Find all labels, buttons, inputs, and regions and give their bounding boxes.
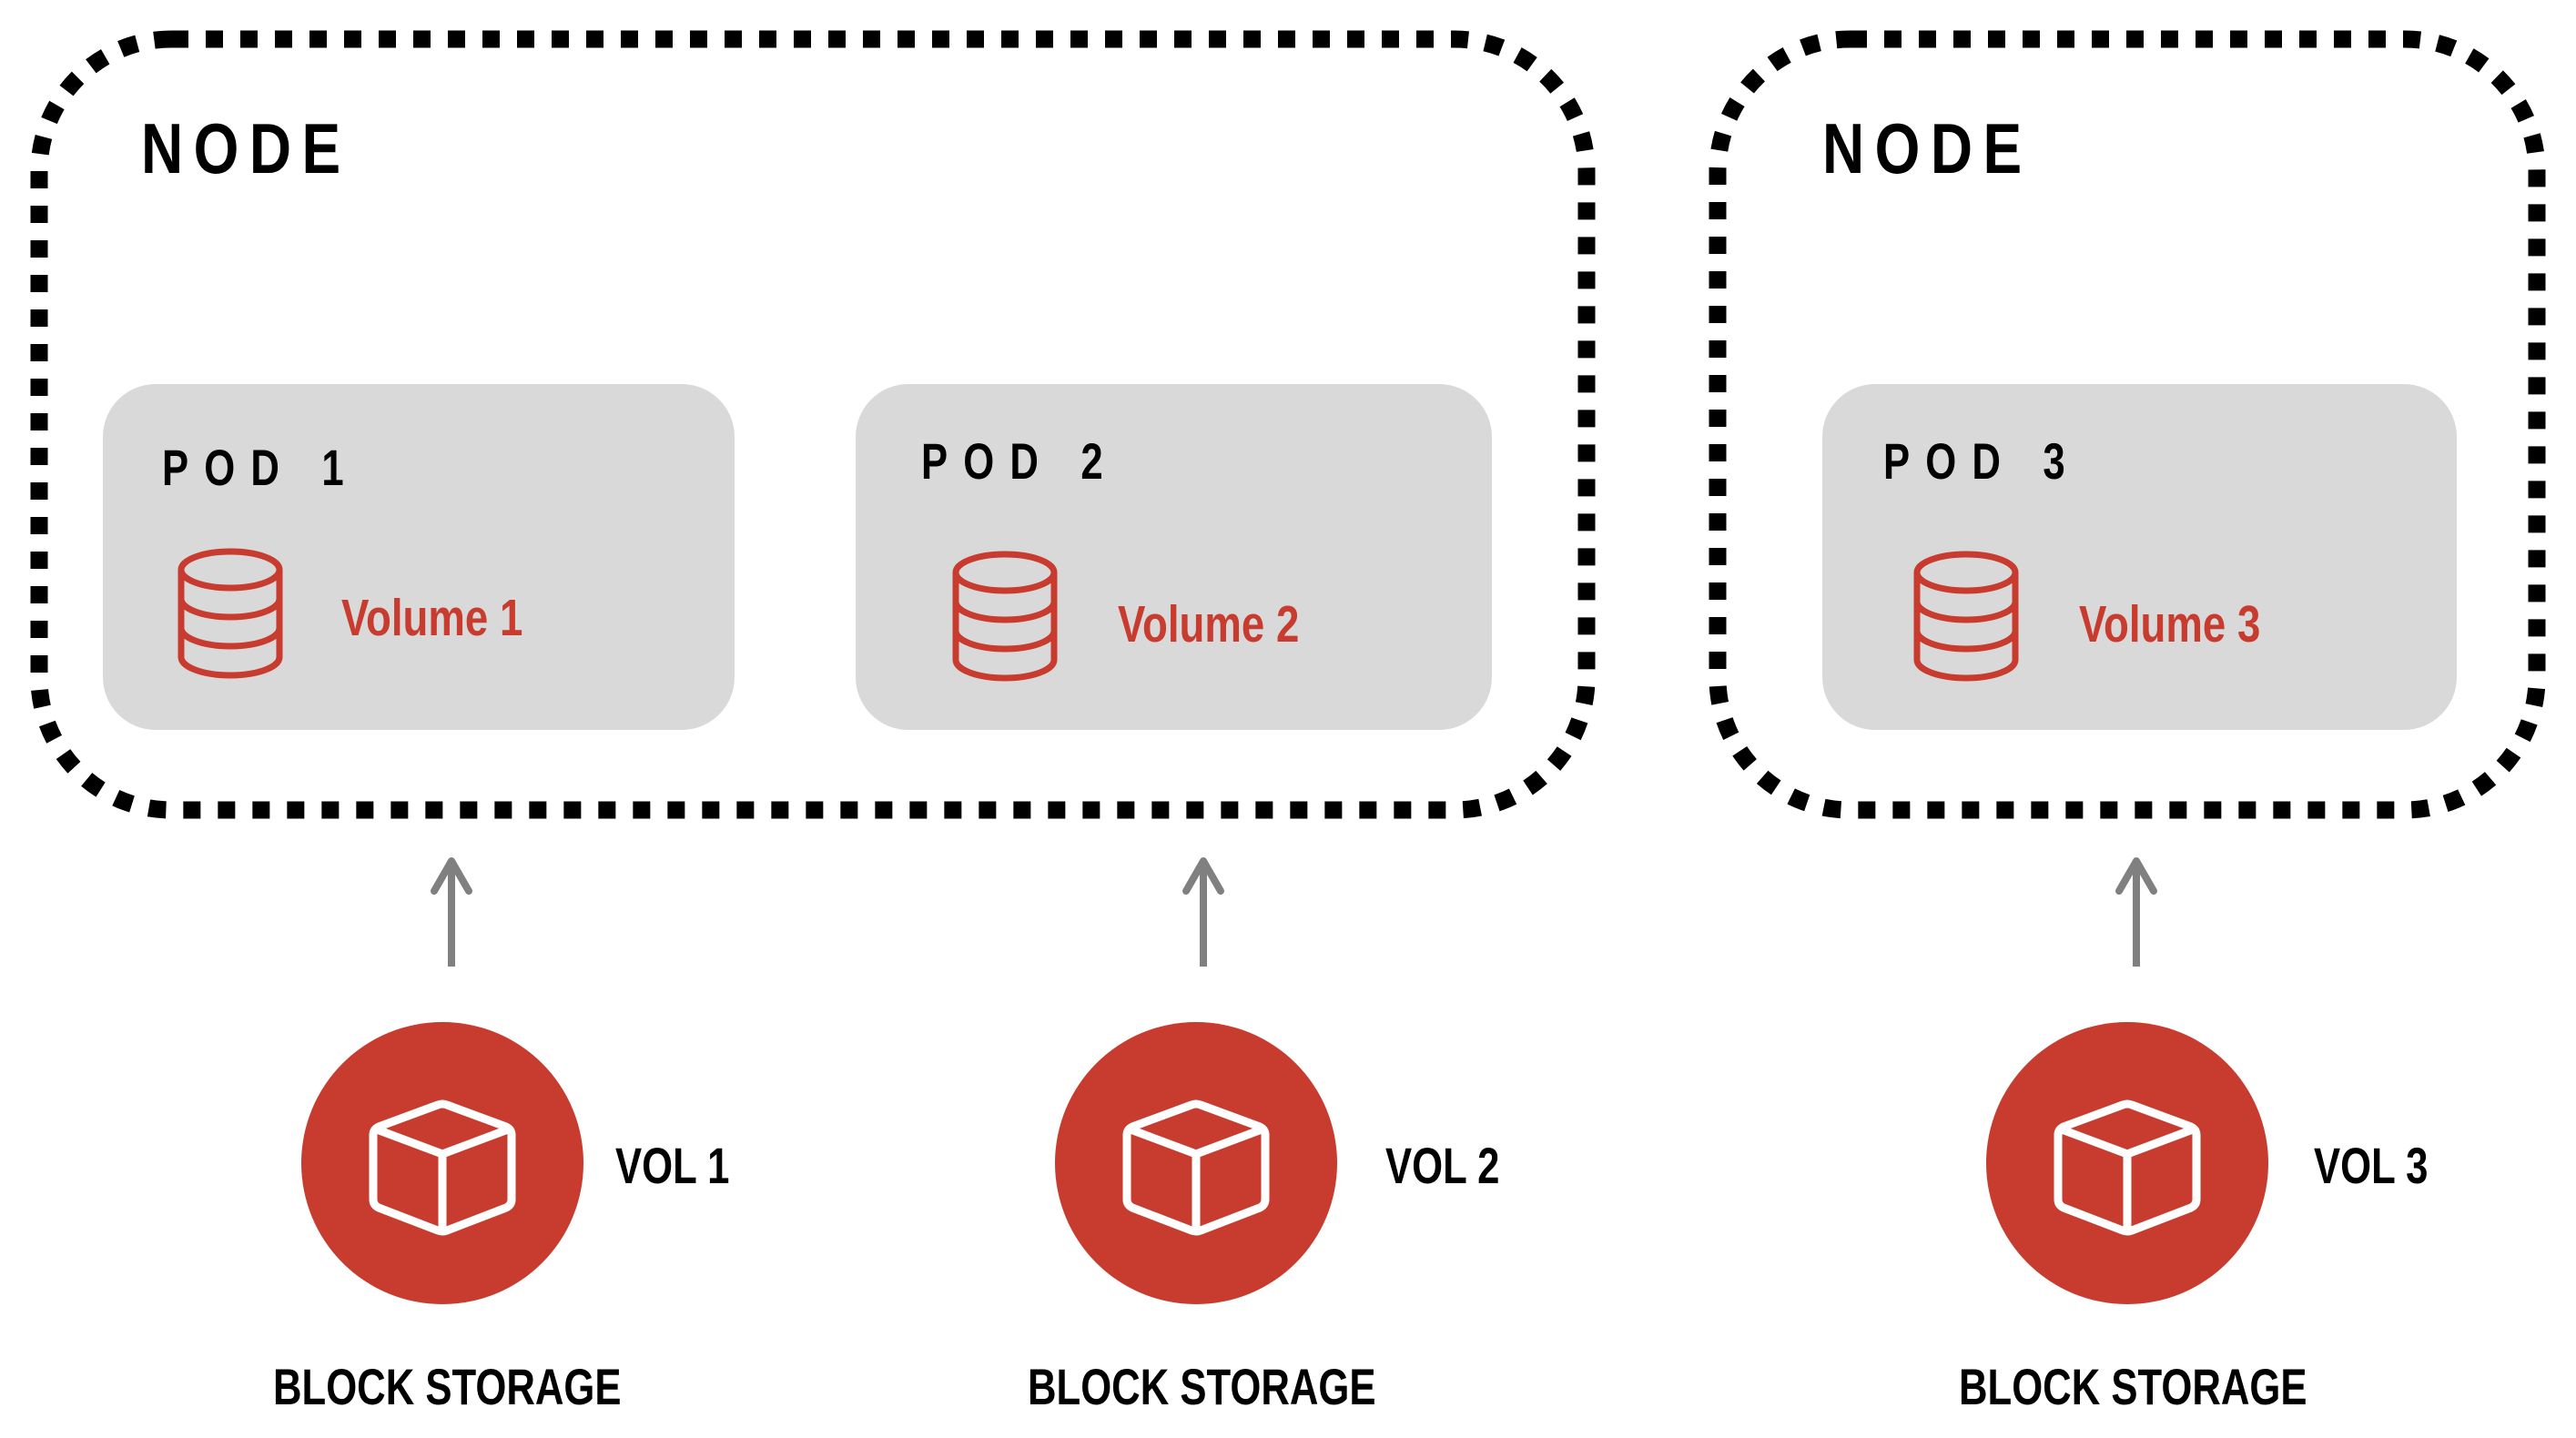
pod-3[interactable]: POD 3 Volume 3: [1822, 384, 2457, 730]
arrow-up-icon: [431, 857, 472, 967]
cube-icon: [2054, 1099, 2201, 1236]
pod-1-volume-label: Volume 1: [341, 588, 522, 646]
node-1-label: NODE: [141, 109, 351, 188]
storage-1-caption: BLOCK STORAGE: [273, 1359, 622, 1415]
pod-3-box: [1822, 384, 2457, 730]
node-1: NODE: [30, 30, 1596, 819]
storage-1-vol-tag: VOL 1: [615, 1138, 729, 1194]
pod-2-box: [856, 384, 1492, 730]
pod-2-label: POD 2: [921, 433, 1119, 490]
node-2: NODE: [1709, 30, 2546, 819]
pod-1-label: POD 1: [162, 440, 360, 496]
block-storage-3[interactable]: VOL 3 BLOCK STORAGE: [1959, 1022, 2428, 1415]
storage-3-vol-tag: VOL 3: [2314, 1138, 2428, 1194]
storage-2-caption: BLOCK STORAGE: [1028, 1359, 1376, 1415]
block-storage-2[interactable]: VOL 2 BLOCK STORAGE: [1028, 1022, 1499, 1415]
node-2-dashed-border: [1709, 30, 2546, 819]
block-storage-1[interactable]: VOL 1 BLOCK STORAGE: [273, 1022, 729, 1415]
pod-3-label: POD 3: [1883, 433, 2081, 490]
pod-2-volume-label: Volume 2: [1118, 594, 1299, 653]
database-icon: [952, 551, 1058, 682]
storage-2-vol-tag: VOL 2: [1385, 1138, 1499, 1194]
pod-2[interactable]: POD 2 Volume 2: [856, 384, 1492, 730]
storage-3-caption: BLOCK STORAGE: [1959, 1359, 2307, 1415]
database-icon: [1913, 551, 2019, 682]
pod-3-volume-label: Volume 3: [2079, 594, 2260, 653]
cube-icon: [369, 1099, 516, 1236]
cube-icon: [1122, 1099, 1270, 1236]
arrow-up-icon: [1182, 857, 1224, 967]
node-1-dashed-border: [30, 30, 1596, 819]
database-icon: [177, 548, 283, 679]
node-2-label: NODE: [1822, 109, 2033, 188]
pod-1[interactable]: POD 1 Volume 1: [103, 384, 735, 730]
arrow-up-icon: [2115, 857, 2157, 967]
